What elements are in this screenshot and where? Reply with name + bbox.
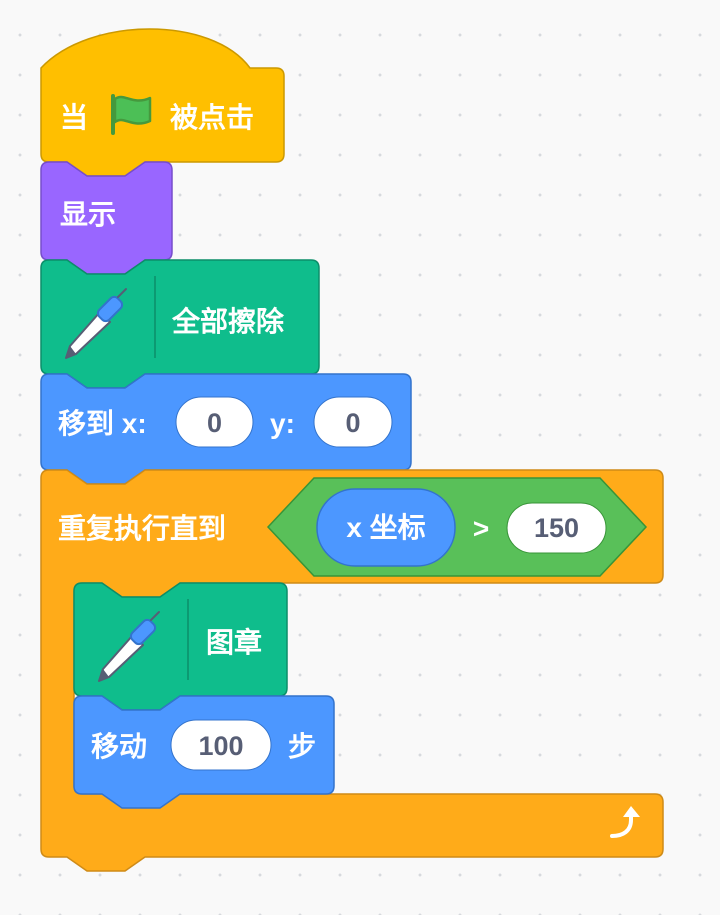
- pen-icon: [65, 288, 127, 359]
- x-value-input[interactable]: [175, 396, 254, 448]
- compare-value-text: 150: [534, 513, 579, 543]
- green-flag-icon: [111, 94, 152, 135]
- show-label: 显示: [60, 199, 116, 230]
- show-block[interactable]: 显示: [40, 161, 173, 275]
- repeat-until-label: 重复执行直到: [58, 512, 226, 544]
- pen-stamp-label: 图章: [206, 626, 262, 658]
- move-label: 移动: [91, 731, 147, 762]
- steps-unit-label: 步: [288, 731, 316, 762]
- y-value-input[interactable]: [313, 396, 393, 448]
- clicked-label: 被点击: [170, 102, 254, 133]
- when-label: 当: [60, 102, 88, 133]
- pen-clear-label: 全部擦除: [171, 305, 285, 337]
- move-steps-block[interactable]: 移动 100 步: [73, 695, 335, 809]
- x-position-label: x 坐标: [346, 512, 425, 543]
- steps-value-text: 100: [198, 731, 243, 761]
- x-position-reporter[interactable]: x 坐标: [316, 488, 456, 567]
- pen-stamp-block[interactable]: 图章: [73, 582, 288, 711]
- steps-value-input[interactable]: [170, 719, 272, 771]
- pen-icon: [98, 611, 160, 682]
- x-value-text: 0: [207, 408, 222, 438]
- operator-label: >: [473, 513, 489, 544]
- repeat-arrow-icon: [610, 806, 640, 838]
- goto-y-label: y:: [270, 408, 295, 439]
- condition-greater-than[interactable]: x 坐标 > 150: [266, 477, 648, 577]
- repeat-until-block[interactable]: 重复执行直到 x 坐标 > 150: [40, 469, 664, 872]
- compare-value-input[interactable]: [506, 502, 607, 554]
- goto-xy-block[interactable]: 移到 x: 0 y: 0: [40, 373, 412, 485]
- goto-x-label: 移到 x:: [58, 408, 147, 439]
- pen-clear-block[interactable]: 全部擦除: [40, 259, 320, 389]
- y-value-text: 0: [345, 408, 360, 438]
- when-flag-clicked-block[interactable]: 当 被点击: [40, 28, 285, 177]
